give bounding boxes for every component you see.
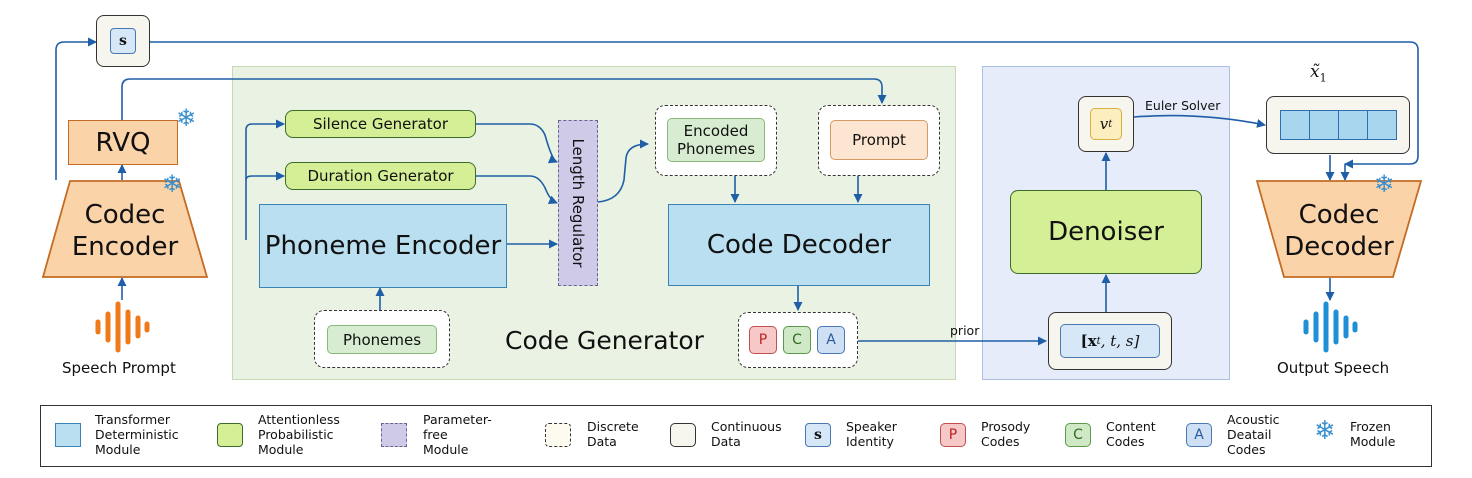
legend-frozen-snowflake-icon: ❄ [1314,416,1336,446]
legend [40,405,1432,467]
legend-label-discrete: Discrete Data [587,419,639,449]
output-latent-cells [1279,110,1397,140]
legend-label-attentionless: Attentionless Probabilistic Module [258,412,340,457]
phoneme-encoder: Phoneme Encoder [259,204,507,288]
decoder-frozen-snowflake-icon: ❄ [1374,170,1395,198]
x-tilde-subscript: 1 [1319,71,1327,85]
codec-encoder-label: Codec Encoder [71,200,179,262]
arrow-rvq-to-prompt [121,78,887,120]
length-regulator-label: Length Regulator [569,138,587,268]
speaker-identity-box: s [96,15,150,67]
prompt-node: Prompt [830,120,928,160]
encoder-frozen-snowflake-icon: ❄ [162,170,183,198]
legend-label-speaker: Speaker Identity [846,419,897,449]
noisy-input-open: [x [1080,332,1097,350]
legend-label-parameter-free: Parameter- free Module [423,412,492,457]
vt-subscript: t [1108,118,1113,130]
rvq-module: RVQ [68,120,178,165]
legend-swatch-prosody: P [940,423,966,447]
phonemes-node: Phonemes [327,325,437,354]
encoded-phonemes-node: Encoded Phonemes [667,118,765,162]
speaker-symbol: s [110,28,136,54]
legend-swatch-transformer [55,423,81,447]
x-tilde-symbol: x̃ [1310,62,1320,82]
euler-solver-label: Euler Solver [1145,98,1221,113]
legend-swatch-attentionless [217,423,243,447]
noisy-input-subscript: t [1096,335,1101,347]
legend-swatch-continuous [670,423,696,447]
codec-decoder-module [1256,180,1422,278]
legend-swatch-content: C [1065,423,1091,447]
legend-label-acoustic: Acoustic Deatail Codes [1227,412,1280,457]
vt-symbol: v [1099,115,1109,133]
legend-swatch-discrete [545,423,571,447]
legend-swatch-speaker: s [805,423,831,447]
duration-generator: Duration Generator [285,162,476,190]
length-regulator [558,120,598,286]
rvq-frozen-snowflake-icon: ❄ [176,104,197,132]
noisy-input-rest: , t, s] [1100,332,1140,350]
content-code: C [783,326,811,354]
legend-label-transformer: Transformer Deterministic Module [95,412,179,457]
prosody-code: P [749,326,777,354]
legend-label-prosody: Prosody Codes [981,419,1031,449]
legend-label-frozen: Frozen Module [1350,419,1396,449]
denoiser: Denoiser [1010,190,1202,274]
codec-decoder-label: Codec Decoder [1284,200,1394,262]
arrow-speaker-to-decoder [150,41,1419,169]
prior-edge-label: prior [950,323,980,338]
output-latent-box [1266,96,1410,154]
speech-prompt-waveform-icon [95,301,150,353]
speech-prompt-label: Speech Prompt [62,359,176,377]
silence-generator: Silence Generator [285,110,476,138]
output-speech-label: Output Speech [1277,359,1390,377]
acoustic-detail-code: A [817,326,845,354]
legend-swatch-acoustic: A [1186,423,1212,447]
code-generator-label: Code Generator [505,326,704,355]
output-speech-waveform-icon [1303,301,1358,353]
legend-label-content: Content Codes [1106,419,1156,449]
x-tilde-label: x̃1 [1310,62,1327,84]
arrow-encoder-to-speaker [55,37,97,180]
legend-swatch-parameter-free [381,423,407,447]
legend-label-continuous: Continuous Data [711,419,782,449]
codec-encoder-module [42,180,208,278]
code-decoder: Code Decoder [668,204,930,286]
